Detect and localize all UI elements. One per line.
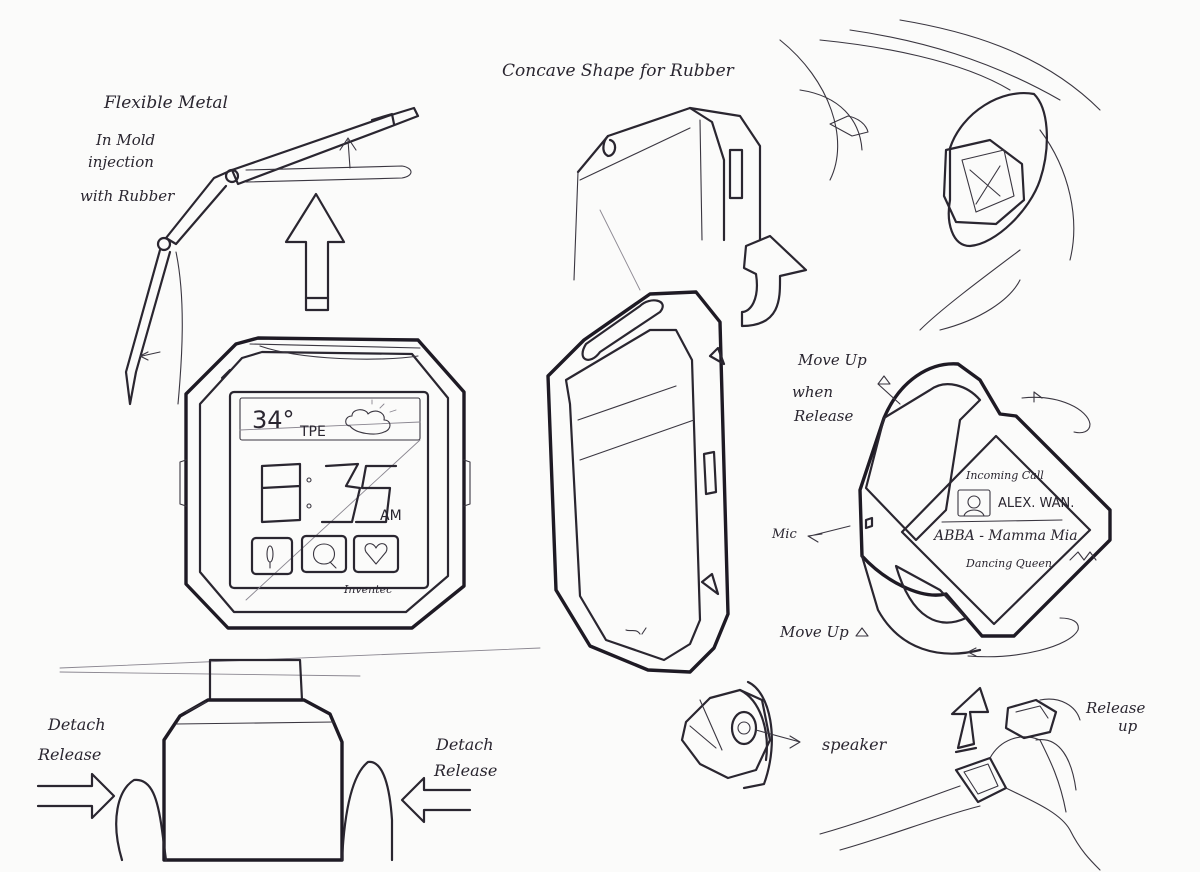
watch-ampm: AM	[380, 508, 402, 524]
label-injection: injection	[88, 153, 154, 171]
label-move-up-bottom: Move Up	[780, 623, 849, 641]
heart-icon	[364, 543, 388, 565]
label-detach-left-1: Detach	[48, 715, 106, 734]
headset-track2: Dancing Queen	[966, 557, 1052, 570]
label-detach-right-2: Release	[434, 761, 498, 780]
cloud-icon	[345, 409, 391, 435]
label-move-up-top-1: Move Up	[798, 351, 867, 369]
arrow-right-detach	[36, 772, 116, 820]
watch-brand: Inventec	[344, 583, 393, 596]
label-speaker: speaker	[822, 735, 887, 754]
label-release-up-2: up	[1118, 717, 1138, 735]
watch-sketch	[179, 336, 471, 630]
headset-caller-name: ALEX. WAN.	[998, 496, 1075, 511]
label-mic: Mic	[772, 527, 797, 542]
headset-sketch	[807, 362, 1112, 658]
label-in-mold: In Mold	[96, 131, 156, 149]
detach-watch-sketch	[36, 647, 541, 862]
label-detach-right-1: Detach	[436, 735, 494, 754]
label-flexible-metal: Flexible Metal	[104, 93, 228, 113]
ear-headset-sketch	[779, 19, 1101, 331]
watch-temperature: 34°	[252, 406, 295, 434]
speaker-sketch	[680, 680, 801, 790]
watch-city: TPE	[300, 424, 326, 440]
headset-incoming-call: Incoming Call	[966, 469, 1044, 482]
release-up-arrow	[950, 686, 990, 750]
arrow-left-detach	[400, 776, 472, 824]
label-with-rubber: with Rubber	[80, 187, 175, 205]
label-detach-left-2: Release	[38, 745, 102, 764]
mic-icon	[266, 545, 274, 569]
label-release-up-1: Release	[1086, 699, 1146, 717]
label-concave: Concave Shape for Rubber	[502, 61, 734, 81]
watch-side-sketch	[546, 290, 730, 674]
wrist-release-sketch	[819, 686, 1101, 871]
label-move-up-top-2: when	[792, 383, 834, 401]
chat-icon	[312, 543, 337, 569]
headset-song: ABBA - Mamma Mia	[934, 528, 1078, 544]
up-arrow-main	[284, 192, 346, 300]
concave-rubber-sketch	[573, 106, 762, 291]
label-move-up-top-3: Release	[794, 407, 854, 425]
avatar-icon	[967, 495, 981, 509]
rotate-arrow	[740, 234, 808, 328]
strap-arm-sketch	[124, 106, 420, 406]
